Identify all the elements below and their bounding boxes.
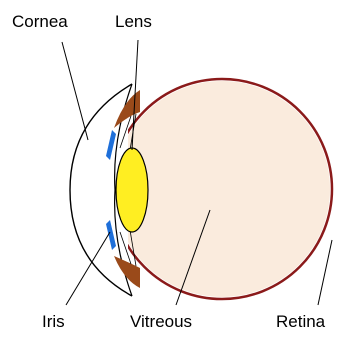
retina-leader-line [318, 240, 332, 305]
retina-label: Retina [276, 312, 326, 331]
vitreous-label: Vitreous [130, 312, 192, 331]
cornea-leader-line [62, 42, 88, 140]
iris-label: Iris [42, 312, 65, 331]
cornea-label: Cornea [12, 12, 68, 31]
lens-label: Lens [115, 12, 152, 31]
lens [116, 148, 148, 232]
